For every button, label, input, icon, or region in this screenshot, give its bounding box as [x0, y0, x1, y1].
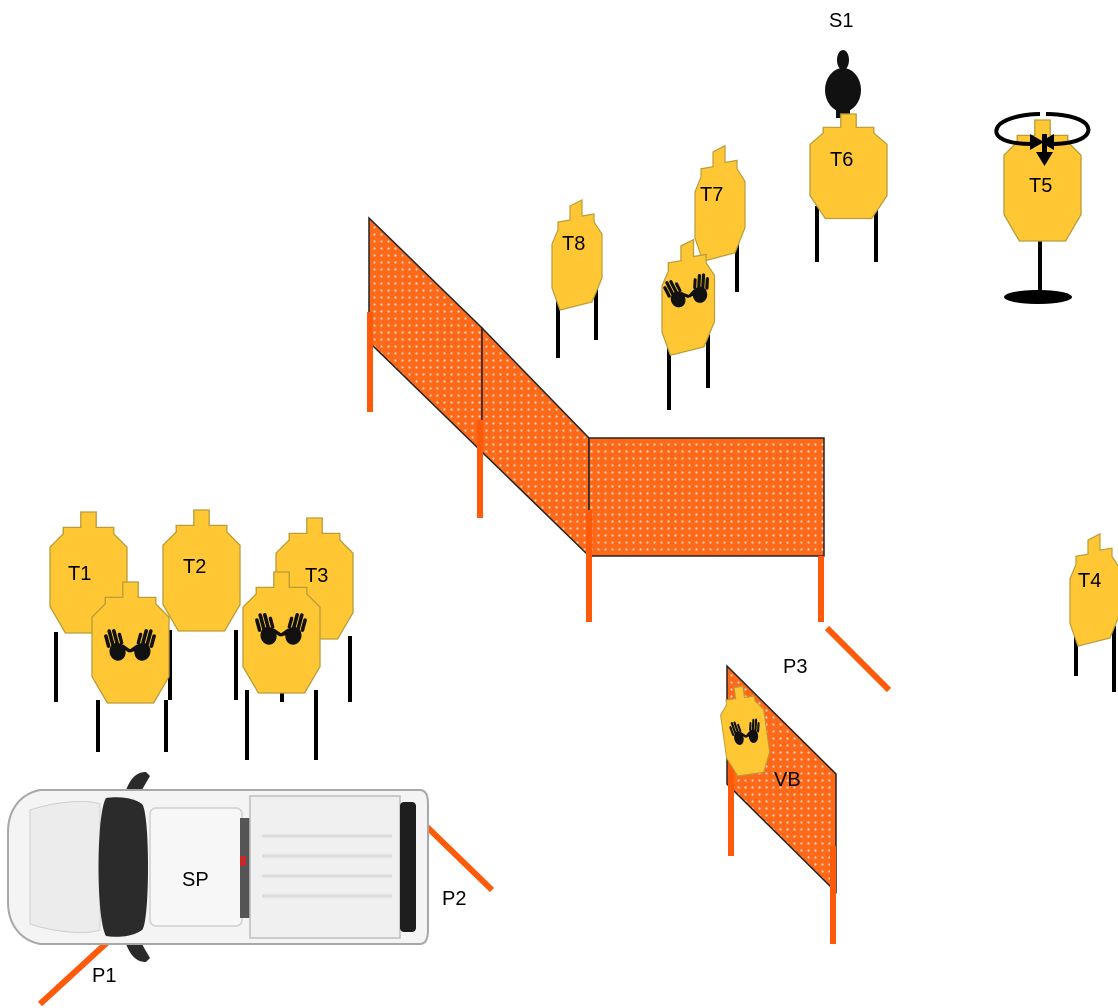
label-sp: SP — [182, 869, 209, 891]
target-group-left: T1 T2 T3 — [49, 509, 354, 760]
label-s1: S1 — [829, 10, 853, 32]
label-vb: VB — [774, 769, 801, 791]
label-t4: T4 — [1078, 570, 1101, 592]
label-t7: T7 — [700, 184, 723, 206]
label-t6: T6 — [830, 149, 853, 171]
main-barrier — [367, 216, 825, 622]
pole-p3 — [824, 625, 892, 693]
vb-no-shoot-target — [716, 683, 773, 778]
target-t6-group: T6 S1 — [809, 10, 888, 262]
label-p3: P3 — [783, 656, 807, 678]
target-t5-group: T5 — [994, 112, 1091, 304]
label-t3: T3 — [305, 565, 328, 587]
rotating-target-icon — [994, 112, 1091, 146]
label-t8: T8 — [562, 233, 585, 255]
barrier-panel-1 — [368, 216, 483, 454]
label-p2: P2 — [442, 888, 466, 910]
label-t2: T2 — [183, 556, 206, 578]
label-p1: P1 — [92, 965, 116, 987]
target-t4: T4 — [1069, 533, 1118, 692]
label-t5: T5 — [1029, 175, 1052, 197]
label-t1: T1 — [68, 563, 91, 585]
target-t8: T8 — [551, 199, 603, 358]
barrier-posts — [367, 312, 824, 622]
barrier-panel-3 — [588, 437, 825, 557]
barrier-panel-2 — [481, 326, 590, 558]
pole-p2 — [421, 821, 495, 893]
vision-barrier-vb: VB — [716, 664, 837, 944]
target-t7-group: T7 — [660, 145, 746, 410]
pickup-truck-icon — [7, 772, 429, 962]
fault-lines — [37, 625, 892, 1007]
steel-popper-icon — [825, 50, 861, 118]
pole-p1 — [37, 935, 115, 1007]
